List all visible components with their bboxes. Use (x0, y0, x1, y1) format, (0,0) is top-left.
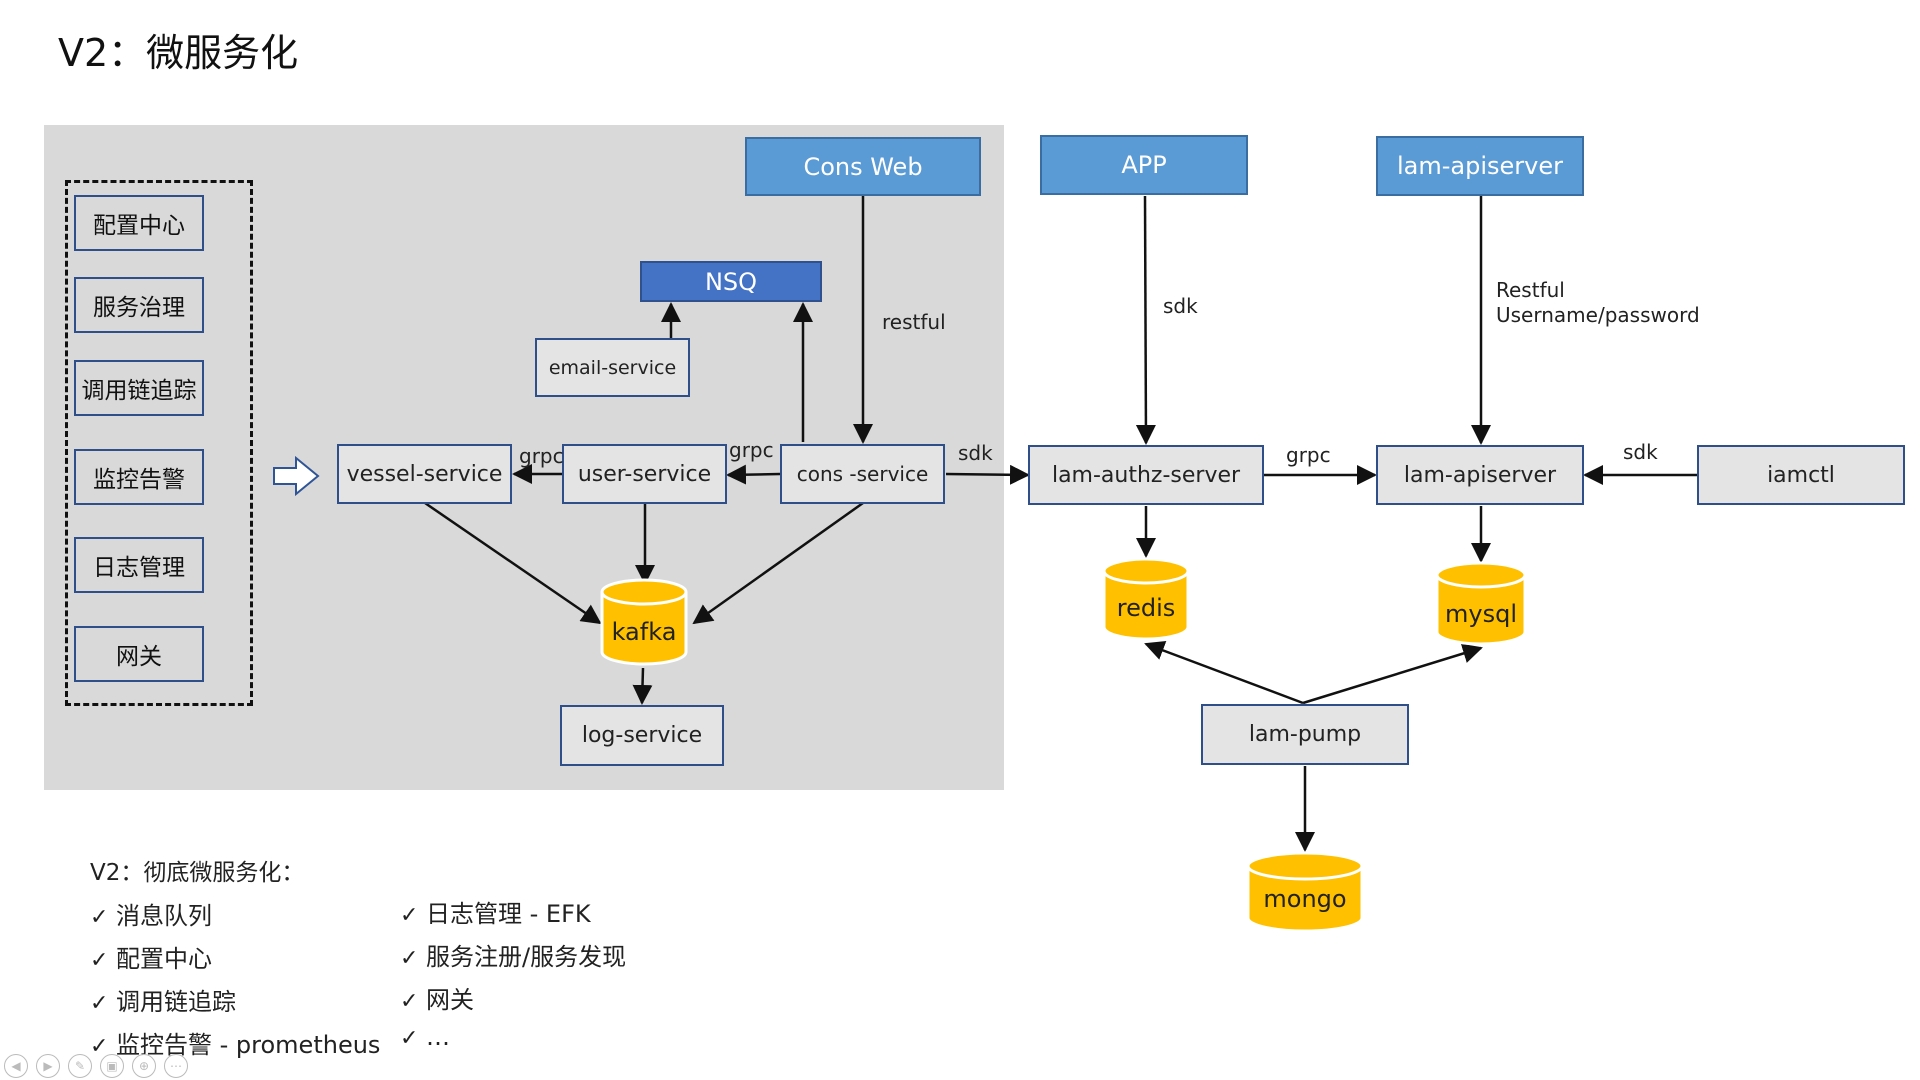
check-icon: ✓ (400, 989, 419, 1014)
more-icon[interactable]: ⋯ (164, 1054, 188, 1078)
mongo-cylinder (1246, 851, 1364, 933)
cons-service-node: cons -service (780, 444, 945, 504)
edge-label-grpc-vessel: grpc (519, 444, 564, 468)
checklist-item: ✓服务注册/服务发现 (400, 943, 627, 971)
check-icon: ✓ (90, 905, 109, 930)
edge-kafka-logservice (632, 667, 653, 705)
sidebar-item-monitoring: 监控告警 (74, 449, 204, 505)
sidebar-item-logging: 日志管理 (74, 537, 204, 593)
email-service-node: email-service (535, 338, 690, 397)
page-title: V2：微服务化 (58, 31, 299, 75)
slides-icon[interactable]: ▣ (100, 1054, 124, 1078)
edge-cons-kafka (692, 501, 864, 625)
prev-slide-icon[interactable]: ◀ (4, 1054, 28, 1078)
redis-cylinder (1102, 557, 1190, 641)
mongo-label: mongo (1263, 885, 1347, 913)
check-icon: ✓ (400, 1026, 419, 1051)
slide-controls: ◀ ▶ ✎ ▣ ⊕ ⋯ (4, 1054, 188, 1078)
cons-web-node: Cons Web (745, 137, 981, 196)
redis-label: redis (1116, 594, 1176, 622)
right-arrow-icon (273, 455, 320, 497)
lam-authz-server-node: lam-authz-server (1028, 445, 1264, 505)
check-icon: ✓ (90, 948, 109, 973)
checklist-item: ✓… (400, 1023, 450, 1051)
sidebar-item-config-center: 配置中心 (74, 195, 204, 251)
checklist-item: ✓配置中心 (90, 945, 212, 973)
kafka-label: kafka (611, 618, 677, 646)
checklist-item: ✓日志管理 - EFK (400, 900, 591, 928)
vessel-service-node: vessel-service (337, 444, 512, 504)
user-service-node: user-service (562, 444, 727, 504)
edge-app-authz (1135, 195, 1156, 445)
edge-consservice-userservice (726, 464, 781, 485)
edge-label-grpc-authz: grpc (1286, 443, 1331, 467)
sidebar-item-service-governance: 服务治理 (74, 277, 204, 333)
edge-label-username-password: Username/password (1496, 303, 1700, 327)
nsq-node: NSQ (640, 261, 822, 302)
kafka-cylinder (600, 578, 688, 666)
checklist-item: ✓监控告警 - prometheus (90, 1031, 381, 1059)
edge-label-sdk-cons: sdk (958, 441, 993, 465)
mysql-cylinder (1435, 561, 1527, 646)
edge-label-sdk-iamctl: sdk (1623, 440, 1658, 464)
lam-apiserver-node: lam-apiserver (1376, 445, 1584, 505)
zoom-icon[interactable]: ⊕ (132, 1054, 156, 1078)
checklist-item: ✓调用链追踪 (90, 988, 236, 1016)
edge-label-restful-apiserver: Restful (1496, 278, 1565, 302)
edge-label-sdk-app: sdk (1163, 294, 1198, 318)
sidebar-item-gateway: 网关 (74, 626, 204, 682)
app-node: APP (1040, 135, 1248, 195)
check-icon: ✓ (90, 1034, 109, 1059)
mysql-label: mysql (1445, 600, 1517, 628)
check-icon: ✓ (400, 903, 419, 928)
infrastructure-sidebar (65, 180, 253, 706)
edge-label-grpc-user: grpc (729, 438, 774, 462)
pen-icon[interactable]: ✎ (68, 1054, 92, 1078)
log-service-node: log-service (560, 705, 724, 766)
next-slide-icon[interactable]: ▶ (36, 1054, 60, 1078)
check-icon: ✓ (400, 946, 419, 971)
check-icon: ✓ (90, 991, 109, 1016)
edge-label-restful: restful (882, 310, 946, 334)
summary-heading: V2：彻底微服务化： (90, 860, 305, 886)
checklist-item: ✓消息队列 (90, 902, 212, 930)
edge-vessel-kafka (424, 501, 602, 625)
lam-apiserver-top-node: lam-apiserver (1376, 136, 1584, 196)
edge-consservice-authz (945, 464, 1030, 485)
edge-pump-redis (1144, 640, 1304, 705)
edge-pump-mysql (1302, 643, 1483, 705)
sidebar-item-tracing: 调用链追踪 (74, 360, 204, 416)
lam-pump-node: lam-pump (1201, 704, 1409, 765)
iamctl-node: iamctl (1697, 445, 1905, 505)
checklist-item: ✓网关 (400, 986, 474, 1014)
